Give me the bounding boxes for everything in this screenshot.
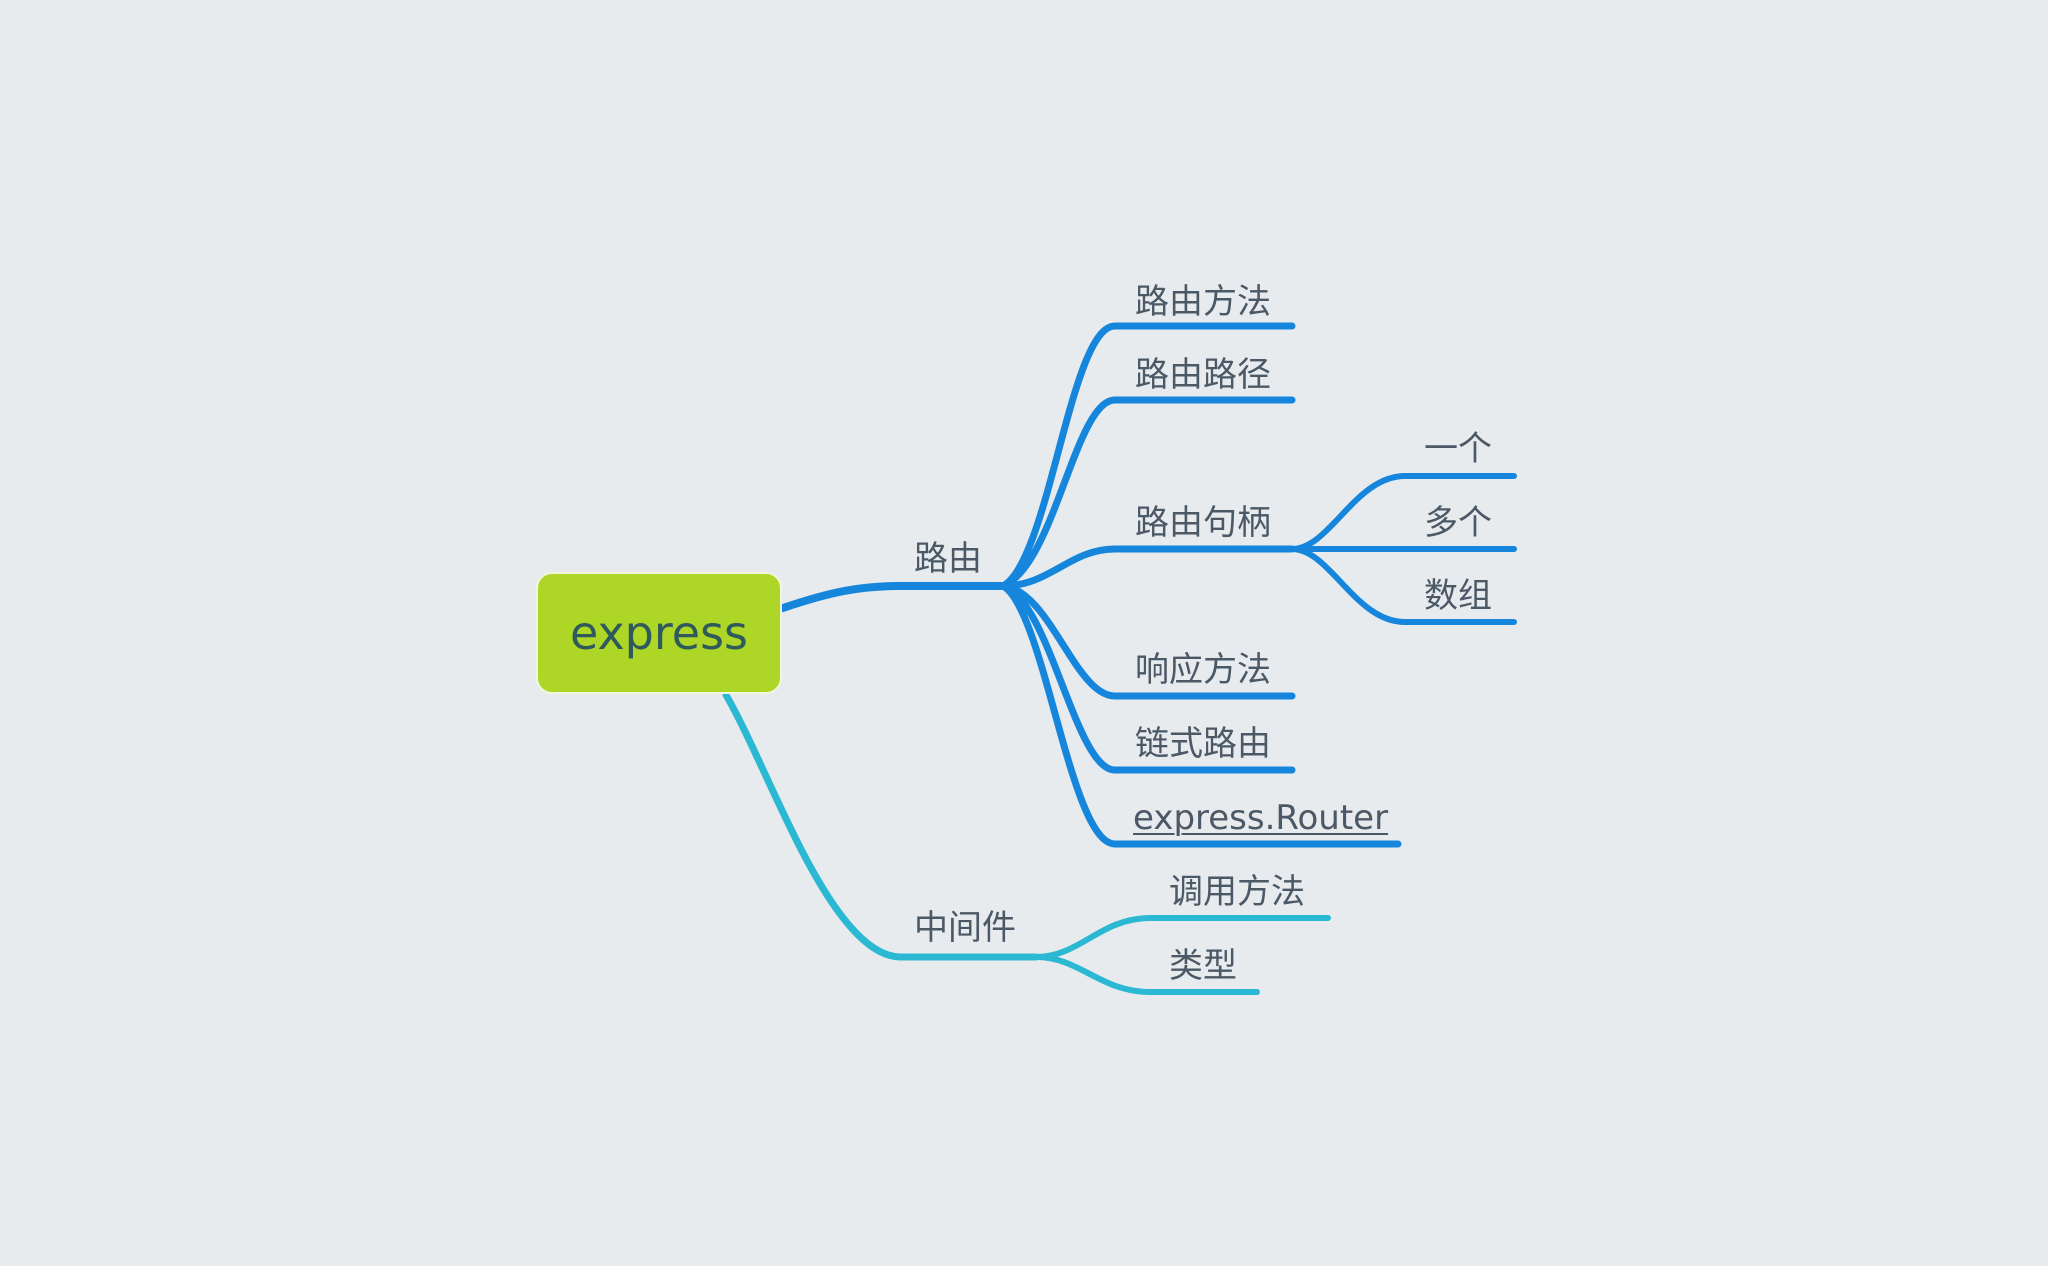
branch-middleware[interactable]: 中间件 (914, 908, 1016, 948)
branch-routing[interactable]: 路由 (914, 539, 982, 579)
edge-routing-to-route-paths (999, 396, 1296, 590)
topic-handler-one[interactable]: 一个 (1424, 429, 1492, 469)
edge-routing-to-express-router (999, 582, 1402, 848)
topic-handler-multiple[interactable]: 多个 (1424, 503, 1492, 543)
topic-response-methods[interactable]: 响应方法 (1135, 650, 1271, 690)
topic-route-paths[interactable]: 路由路径 (1135, 355, 1271, 395)
root-node-express[interactable]: express (536, 572, 782, 694)
edge-routing-to-chained-routes (999, 582, 1296, 774)
topic-express-router-link[interactable]: express.Router (1133, 798, 1389, 838)
edge-routing-to-route-methods (999, 322, 1296, 590)
topic-middleware-usage[interactable]: 调用方法 (1169, 872, 1305, 912)
edge-routing-to-route-handlers (999, 545, 1296, 590)
edge-handlers-to-one (1289, 473, 1517, 552)
edge-root-to-middleware (722, 691, 1040, 961)
edge-middleware-to-types (1033, 954, 1260, 995)
topic-route-methods[interactable]: 路由方法 (1135, 282, 1271, 322)
edge-routing-to-response-methods (999, 582, 1296, 700)
topic-middleware-types[interactable]: 类型 (1169, 946, 1237, 986)
edge-handlers-to-array (1289, 546, 1517, 625)
edge-root-to-routing (779, 582, 1014, 612)
topic-chained-routes[interactable]: 链式路由 (1135, 724, 1271, 764)
topic-handler-array[interactable]: 数组 (1424, 576, 1492, 616)
topic-route-handlers[interactable]: 路由句柄 (1135, 503, 1271, 543)
root-node-label: express (569, 606, 749, 660)
edge-middleware-to-usage (1033, 915, 1331, 960)
